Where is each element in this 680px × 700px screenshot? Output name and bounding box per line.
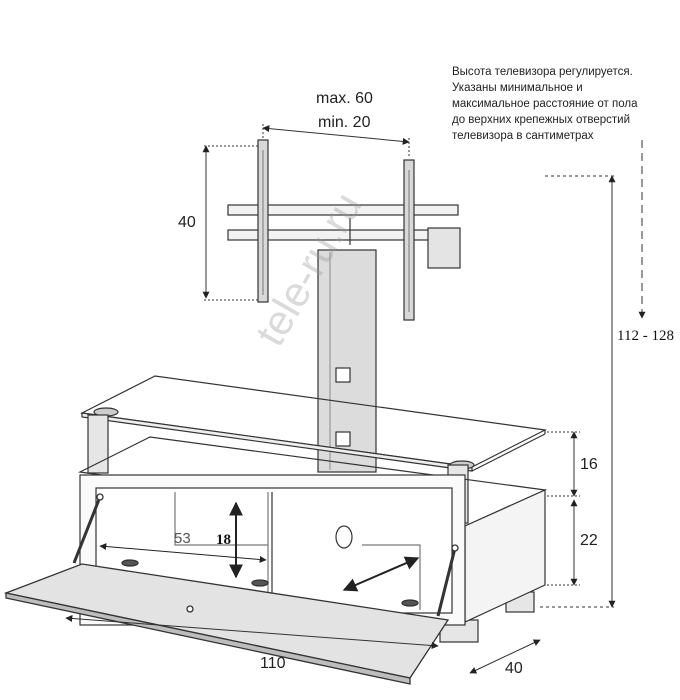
inner-width-label: 53 [174, 530, 191, 547]
cabinet-height-label: 22 [580, 532, 598, 549]
shelf-gap-label: 16 [580, 456, 598, 473]
inner-dimension-lines [99, 501, 420, 592]
note-line-1: Высота телевизора регулируется. [452, 66, 633, 78]
bracket-min-label: min. 20 [318, 114, 371, 131]
height-note: Высота телевизора регулируется. Указаны … [452, 64, 678, 144]
inner-height-label: 18 [216, 532, 231, 548]
note-line-5: телевизора в сантиметрах [452, 130, 594, 142]
bracket-max-label: max. 60 [316, 90, 373, 107]
note-line-2: Указаны минимальное и [452, 82, 583, 94]
total-height-label: 112 - 128 [617, 328, 674, 344]
depth-label: 40 [505, 660, 523, 677]
dimension-lines [65, 124, 646, 674]
note-line-3: максимальное расстояние от пола [452, 98, 638, 110]
tv-mount-bracket [227, 139, 461, 321]
note-line-4: до верхних крепежных отверстий [452, 114, 631, 126]
central-column [317, 249, 377, 473]
bracket-height-label: 40 [178, 214, 196, 231]
glass-top-shelf [80, 375, 547, 472]
width-label: 110 [260, 655, 286, 672]
